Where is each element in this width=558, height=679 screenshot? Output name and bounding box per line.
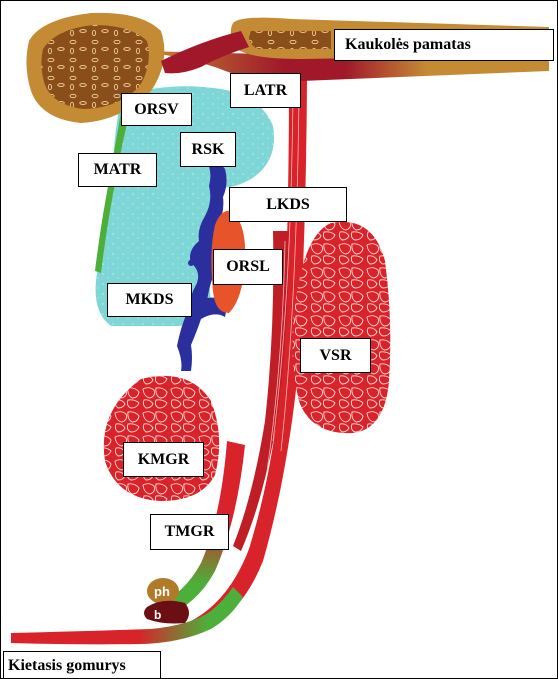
label-orsl: ORSL — [213, 249, 283, 285]
label-orsv: ORSV — [121, 93, 192, 126]
label-rsk: RSK — [180, 132, 236, 167]
label-skull-base: Kaukolės pamatas — [334, 29, 554, 61]
label-vsr: VSR — [300, 338, 371, 373]
b-label: b — [154, 608, 161, 622]
label-lkds: LKDS — [229, 187, 347, 222]
label-hard-palate: Kietasis gomurys — [3, 651, 161, 679]
label-matr: MATR — [78, 153, 157, 187]
kmgr-muscle — [104, 376, 219, 501]
ph-label: ph — [154, 584, 170, 599]
label-mkds: MKDS — [107, 283, 192, 317]
label-kmgr: KMGR — [123, 442, 204, 477]
b-bone — [144, 601, 189, 624]
skull-right-inner — [249, 31, 331, 49]
vsr-muscle — [292, 222, 390, 433]
label-latr: LATR — [230, 73, 301, 108]
label-tmgr: TMGR — [150, 514, 229, 550]
hard-palate-strip — [11, 587, 243, 644]
